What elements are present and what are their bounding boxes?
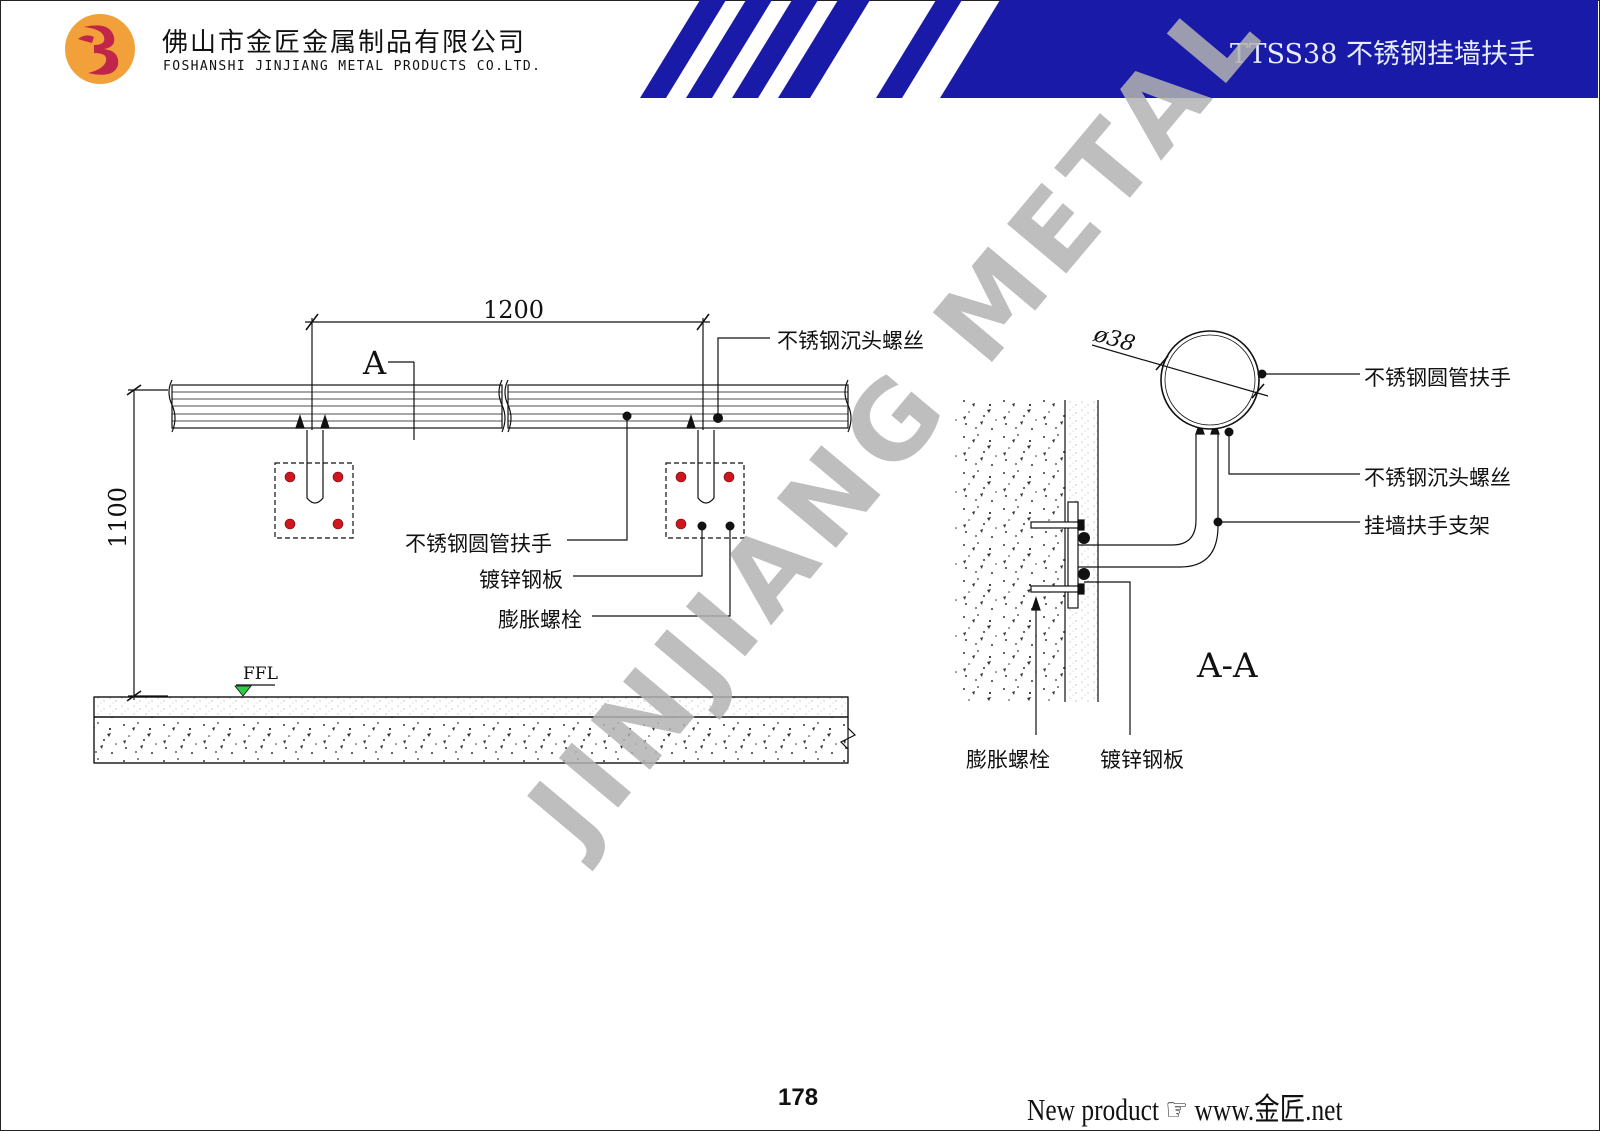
label-elev-screw: 不锈钢沉头螺丝 <box>777 329 924 353</box>
label-elev-bolt: 膨胀螺栓 <box>498 608 582 632</box>
footer-link[interactable]: New product ☞ www.金匠.net <box>1027 1092 1343 1127</box>
label-sec-bolt: 膨胀螺栓 <box>966 748 1050 772</box>
dimension-height: 1100 <box>104 486 132 548</box>
product-title: TTSS38 不锈钢挂墙扶手 <box>1230 39 1535 70</box>
section-title: A-A <box>1197 646 1258 686</box>
page-number: 178 <box>778 1084 819 1111</box>
label-sec-handrail: 不锈钢圆管扶手 <box>1364 366 1511 390</box>
label-elev-handrail: 不锈钢圆管扶手 <box>405 532 552 556</box>
label-elev-plate: 镀锌钢板 <box>479 568 563 592</box>
section-marker-a: A <box>363 344 387 382</box>
header-band <box>640 0 1598 98</box>
floor-level-mark: FFL <box>243 664 278 684</box>
dimension-width: 1200 <box>483 296 545 324</box>
company-name-cn: 佛山市金匠金属制品有限公司 <box>162 28 527 58</box>
label-sec-bracket: 挂墙扶手支架 <box>1364 514 1490 538</box>
label-sec-screw: 不锈钢沉头螺丝 <box>1364 466 1511 490</box>
company-logo <box>65 14 135 84</box>
company-name-en: FOSHANSHI JINJIANG METAL PRODUCTS CO.LTD… <box>163 59 542 74</box>
label-sec-plate: 镀锌钢板 <box>1100 748 1184 772</box>
